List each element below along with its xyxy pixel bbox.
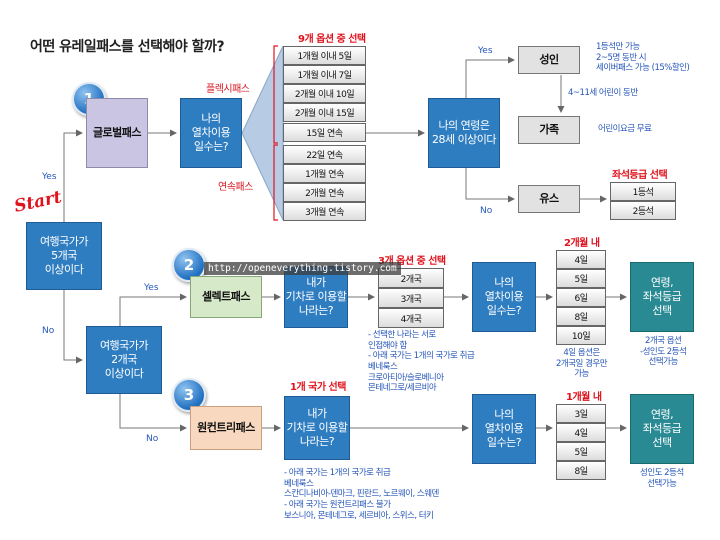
global-option-item: 22일 연속	[283, 145, 366, 164]
seat-class-header: 좌석등급 선택	[612, 170, 668, 181]
one-days-header: 1개월 내	[566, 392, 602, 403]
global-options-header: 9개 옵션 중 선택	[298, 34, 366, 45]
global-option-item: 1개월 연속	[283, 164, 366, 183]
global-option-item: 1개월 이내 5일	[283, 46, 366, 65]
train-country-question-box-1: 내가 기차로 이용할 나라는?	[284, 266, 348, 328]
global-option-item: 15일 연속	[283, 123, 366, 142]
page-title: 어떤 유레일패스를 선택해야 할까?	[30, 39, 225, 55]
one-day-item: 3일	[556, 404, 606, 423]
select-option-item: 3개국	[378, 288, 444, 308]
edge-label-yes: Yes	[478, 46, 493, 56]
select-day-item: 5일	[556, 269, 606, 288]
select-day-item: 6일	[556, 288, 606, 307]
edge-label-no: No	[42, 326, 55, 336]
days-question-box-1: 나의 열차이용 일수는?	[180, 98, 242, 168]
select-days-header: 2개월 내	[564, 238, 600, 249]
flexi-pass-label: 플렉시패스	[206, 84, 250, 95]
one-day-item: 4일	[556, 423, 606, 442]
one-country-pass-box: 원컨트리패스	[190, 406, 262, 450]
select-days-note: 4일 옵션은 2개국일 경우만 가능	[556, 348, 608, 380]
select-day-item: 4일	[556, 250, 606, 269]
adult-note: 1등석만 가능 2~5명 동반 시 세이버패스 가능 (15%할인)	[596, 42, 690, 74]
select-option-item: 4개국	[378, 308, 444, 328]
family-box: 가족	[518, 116, 580, 144]
edge-label-yes: Yes	[42, 172, 57, 182]
one-countries-note: - 아래 국가는 1개의 국가로 취급 베네룩스 스칸디나비아-덴마크, 핀란드…	[284, 468, 439, 521]
days-question-box-2: 나의 열차이용 일수는?	[472, 262, 536, 332]
train-country-question-box-2: 내가 기차로 이용할 나라는?	[284, 396, 350, 460]
select-day-item: 8일	[556, 307, 606, 326]
seat-class-item: 1등석	[610, 182, 676, 201]
global-option-item: 2개월 연속	[283, 183, 366, 202]
select-options-header: 3개 옵션 중 선택	[378, 256, 446, 267]
select-pass-box: 셀렉트패스	[190, 276, 262, 318]
step-badge-3: 3	[172, 378, 206, 412]
seat-class-item: 2등석	[610, 201, 676, 220]
days-question-box-3: 나의 열차이용 일수는?	[472, 394, 536, 464]
family-note: 어린이요금 무료	[598, 124, 652, 134]
one-result-box: 연령, 좌석등급 선택	[630, 394, 694, 464]
select-countries-note: - 선택한 나라는 서로 인접해야 함 - 아래 국가는 1개의 국가로 취급 …	[368, 330, 475, 394]
one-day-item: 5일	[556, 442, 606, 461]
global-option-item: 1개월 이내 7일	[283, 65, 366, 84]
select-day-item: 10일	[556, 326, 606, 345]
two-country-question-box: 여행국가가 2개국 이상이다	[86, 326, 162, 394]
family-arrow-note: 4~11세 어린이 동반	[568, 88, 638, 98]
youth-box: 유스	[518, 185, 580, 213]
edge-label-yes: Yes	[144, 283, 159, 293]
url-watermark: http://openeverything.tistory.com	[204, 262, 401, 275]
global-option-item: 3개월 연속	[283, 202, 366, 221]
one-result-note: 성인도 2등석 선택가능	[640, 468, 684, 489]
select-result-note: 2개국 옵션 -성인도 2등석 선택가능	[640, 336, 687, 368]
global-option-item: 2개월 이내 10일	[283, 84, 366, 103]
edge-label-no: No	[480, 206, 493, 216]
global-option-item: 2개월 이내 15일	[283, 103, 366, 122]
global-pass-box: 글로벌패스	[86, 98, 148, 168]
continuous-pass-label: 연속패스	[218, 182, 253, 193]
one-day-item: 8일	[556, 461, 606, 480]
adult-box: 성인	[518, 46, 580, 74]
start-question-box: 여행국가가 5개국 이상이다	[26, 222, 102, 290]
select-result-box: 연령, 좌석등급 선택	[630, 262, 694, 332]
age-question-box: 나의 연령은 28세 이상이다	[428, 98, 500, 168]
one-country-header: 1개 국가 선택	[290, 382, 346, 393]
edge-label-no: No	[146, 434, 159, 444]
